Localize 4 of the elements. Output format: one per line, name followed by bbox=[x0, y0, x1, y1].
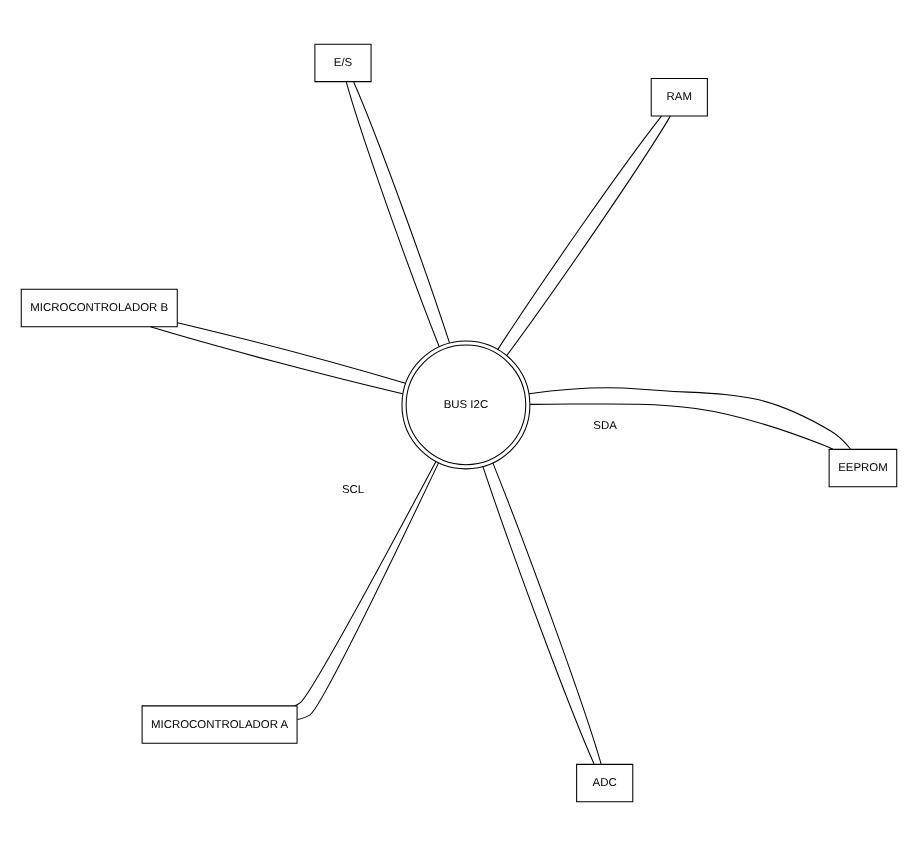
connector bbox=[529, 403, 834, 450]
connector bbox=[177, 322, 406, 384]
connector bbox=[528, 387, 851, 450]
connector bbox=[150, 326, 404, 395]
